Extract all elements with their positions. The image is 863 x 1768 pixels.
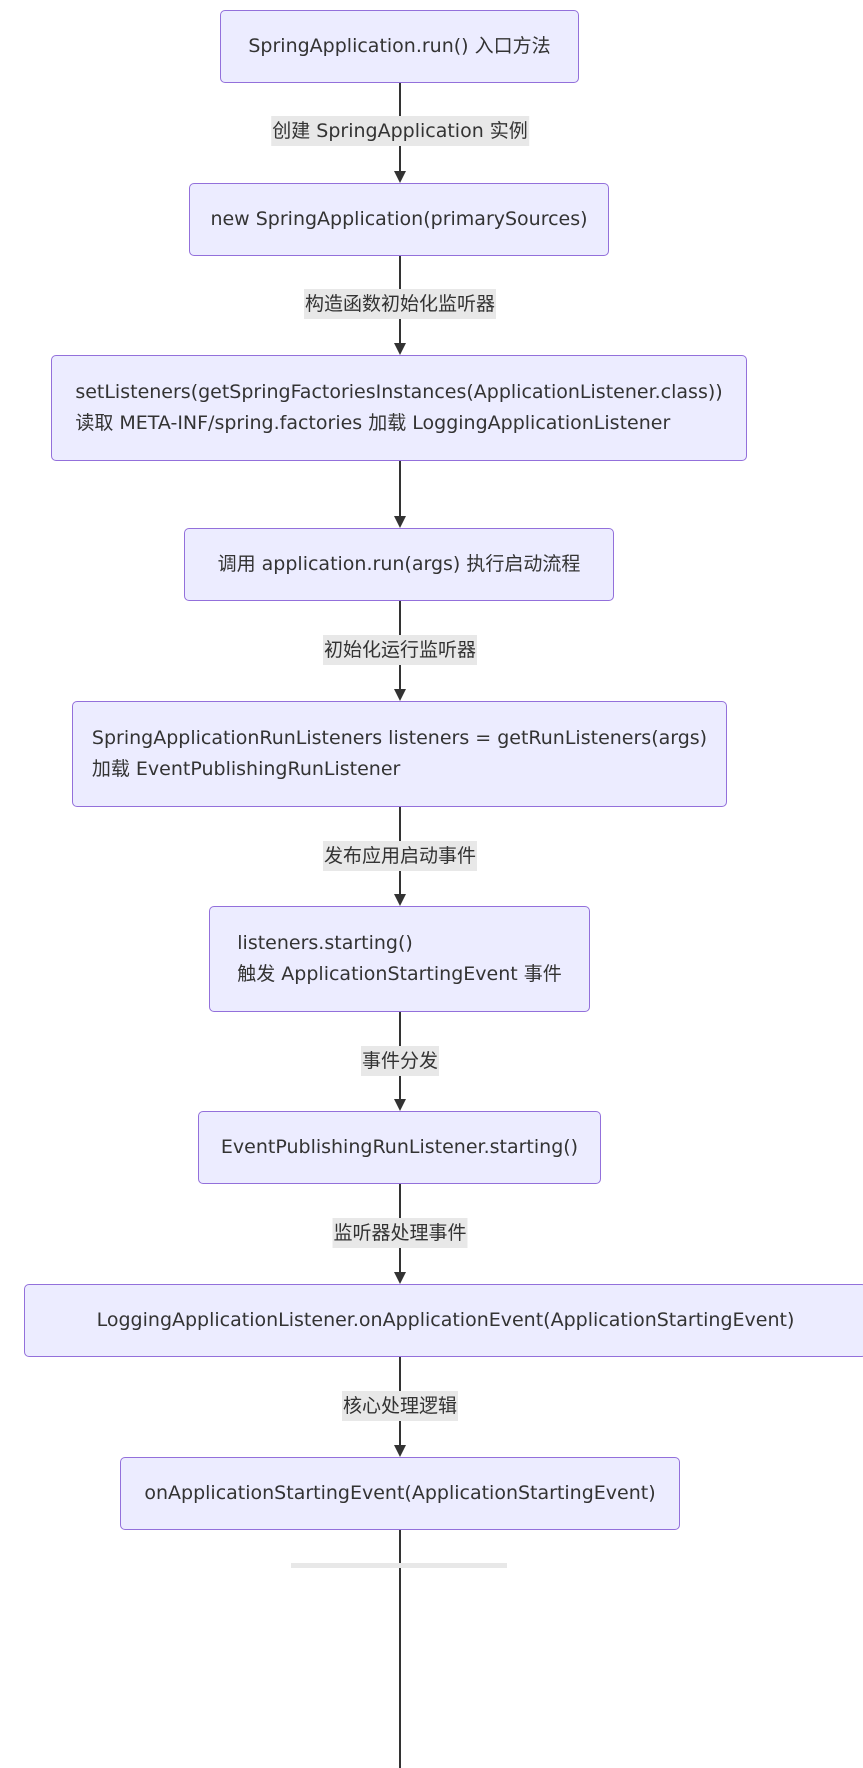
flow-edge-label: 创建 SpringApplication 实例	[271, 116, 529, 146]
flow-node-text: SpringApplicationRunListeners listeners …	[92, 723, 707, 785]
flow-edge-label: 初始化运行监听器	[322, 635, 478, 665]
flow-edge-label-partial	[291, 1563, 507, 1568]
flow-node-1: SpringApplication.run() 入口方法	[220, 10, 579, 83]
flow-node-text: SpringApplication.run() 入口方法	[248, 31, 550, 62]
flow-node-text: EventPublishingRunListener.starting()	[221, 1132, 578, 1163]
flow-node-9: onApplicationStartingEvent(ApplicationSt…	[120, 1457, 680, 1530]
flow-node-6: listeners.starting() 触发 ApplicationStarti…	[209, 906, 590, 1012]
flow-arrow-head	[394, 894, 406, 906]
flow-arrow-head	[394, 689, 406, 701]
flow-edge-label: 事件分发	[360, 1046, 440, 1076]
flow-node-line: 调用 application.run(args) 执行启动流程	[217, 553, 581, 575]
flow-node-4: 调用 application.run(args) 执行启动流程	[184, 528, 614, 601]
flow-node-line: SpringApplication.run() 入口方法	[248, 35, 551, 57]
flow-edge-label: 发布应用启动事件	[322, 841, 478, 871]
flow-node-text: onApplicationStartingEvent(ApplicationSt…	[144, 1478, 655, 1509]
flow-node-line: onApplicationStartingEvent(ApplicationSt…	[144, 1482, 656, 1504]
flow-node-line: listeners.starting()	[237, 932, 413, 954]
flow-node-line: 触发 ApplicationStartingEvent 事件	[237, 963, 562, 985]
flow-arrow-head	[394, 343, 406, 355]
flow-arrow-head	[394, 1272, 406, 1284]
flow-node-line: LoggingApplicationListener.onApplication…	[96, 1309, 795, 1331]
flow-node-line: 读取 META-INF/spring.factories 加载 LoggingA…	[75, 412, 671, 434]
flow-node-line: EventPublishingRunListener.starting()	[220, 1136, 579, 1158]
flow-node-line: 加载 EventPublishingRunListener	[91, 758, 401, 780]
flow-node-7: EventPublishingRunListener.starting()	[198, 1111, 601, 1184]
flow-node-2: new SpringApplication(primarySources)	[189, 183, 609, 256]
flow-arrow-head	[394, 1099, 406, 1111]
flow-node-8: LoggingApplicationListener.onApplication…	[24, 1284, 863, 1357]
flow-edge-label: 构造函数初始化监听器	[303, 289, 497, 319]
flow-edge-label: 监听器处理事件	[332, 1218, 468, 1248]
flow-edge-label: 核心处理逻辑	[341, 1391, 459, 1421]
flow-node-text: new SpringApplication(primarySources)	[210, 204, 587, 235]
flow-node-5: SpringApplicationRunListeners listeners …	[72, 701, 727, 807]
flow-node-line: new SpringApplication(primarySources)	[210, 208, 588, 230]
flow-node-text: listeners.starting() 触发 ApplicationStarti…	[237, 928, 561, 990]
flow-arrow-head	[394, 171, 406, 183]
flow-node-line: setListeners(getSpringFactoriesInstances…	[75, 381, 723, 403]
flow-arrow-line	[399, 461, 401, 518]
flow-node-text: setListeners(getSpringFactoriesInstances…	[75, 377, 722, 439]
flow-arrow-head	[394, 1445, 406, 1457]
flow-node-line: SpringApplicationRunListeners listeners …	[91, 727, 708, 749]
flow-node-text: 调用 application.run(args) 执行启动流程	[218, 549, 581, 580]
flow-node-3: setListeners(getSpringFactoriesInstances…	[51, 355, 747, 461]
flow-arrow-line	[399, 1530, 401, 1768]
flow-arrow-head	[394, 516, 406, 528]
flow-node-text: LoggingApplicationListener.onApplication…	[97, 1305, 795, 1336]
